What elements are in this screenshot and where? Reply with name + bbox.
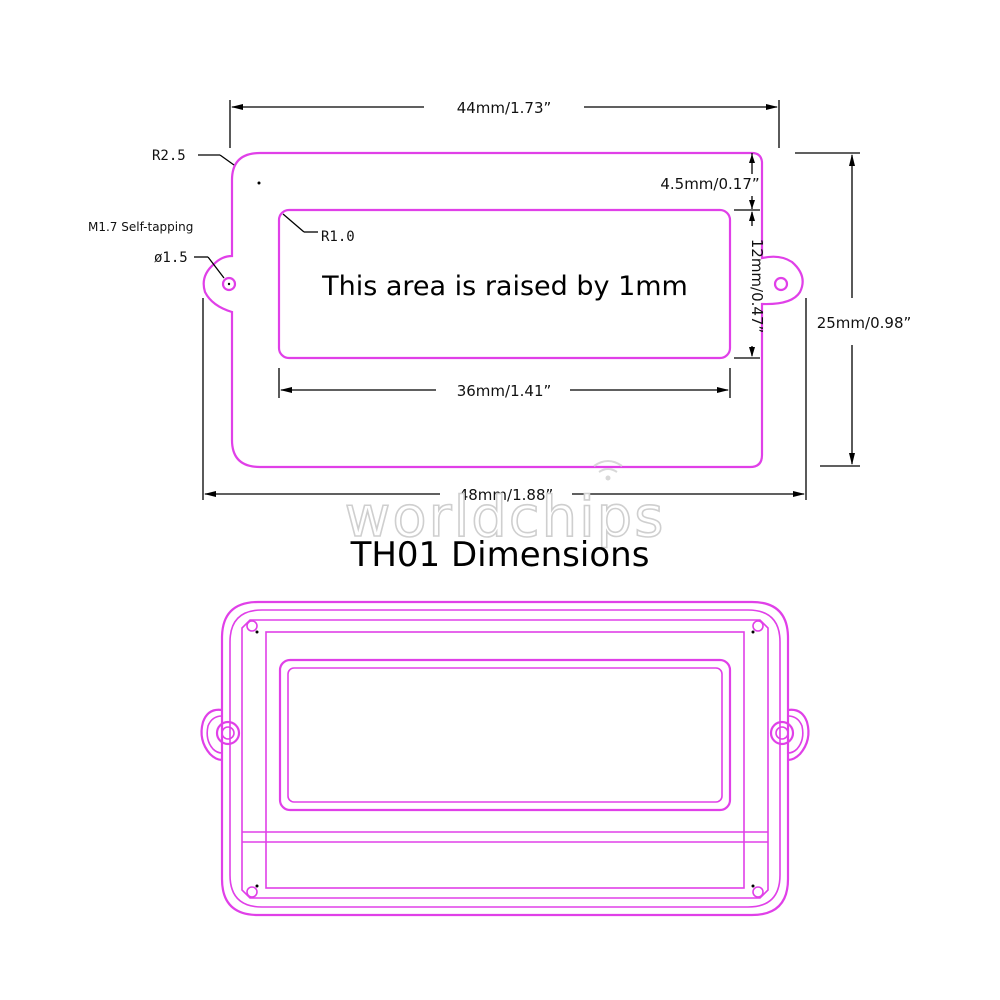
detail-left-hole xyxy=(215,720,241,746)
detail-left-ear xyxy=(200,708,223,762)
dim-48mm-label: 48mm/1.88” xyxy=(459,486,554,504)
dim-25mm-line xyxy=(795,152,860,467)
right-mount-hole xyxy=(773,276,789,292)
dim-36mm-line xyxy=(278,368,731,398)
dim-4-5mm-line xyxy=(749,153,755,209)
screw-note: M1.7 Self-tapping xyxy=(88,220,193,234)
dim-44mm-label: 44mm/1.73” xyxy=(457,99,552,117)
raised-window xyxy=(277,208,732,360)
dim-48mm-line xyxy=(202,298,807,500)
dim-36mm-label: 36mm/1.41” xyxy=(457,382,552,400)
detail-view xyxy=(200,600,810,917)
detail-right-hole xyxy=(769,720,795,746)
detail-outer-body xyxy=(220,600,790,917)
hole-center-dot xyxy=(227,282,231,286)
detail-right-ear xyxy=(787,708,810,762)
corner-radius-label: R2.5 xyxy=(152,148,186,164)
watermark: worldchips xyxy=(345,485,666,550)
wifi-icon xyxy=(593,460,623,481)
dim-12mm-label: 12mm/0.47” xyxy=(748,239,766,334)
raised-area-text: This area is raised by 1mm xyxy=(321,271,688,302)
corner-dot xyxy=(257,181,261,185)
dim-25mm-label: 25mm/0.98” xyxy=(817,314,912,332)
hole-diameter-label: ø1.5 xyxy=(154,250,188,266)
leader-lines xyxy=(194,154,318,279)
left-mount-hole xyxy=(221,276,237,292)
dim-4-5mm-label: 4.5mm/0.17” xyxy=(660,175,759,193)
dim-12mm-line xyxy=(734,209,760,359)
detail-window xyxy=(278,658,732,812)
drawing-title: TH01 Dimensions xyxy=(350,535,650,575)
frame-outline xyxy=(202,151,804,469)
window-radius-label: R1.0 xyxy=(321,229,355,245)
dim-44mm-line xyxy=(229,100,780,148)
